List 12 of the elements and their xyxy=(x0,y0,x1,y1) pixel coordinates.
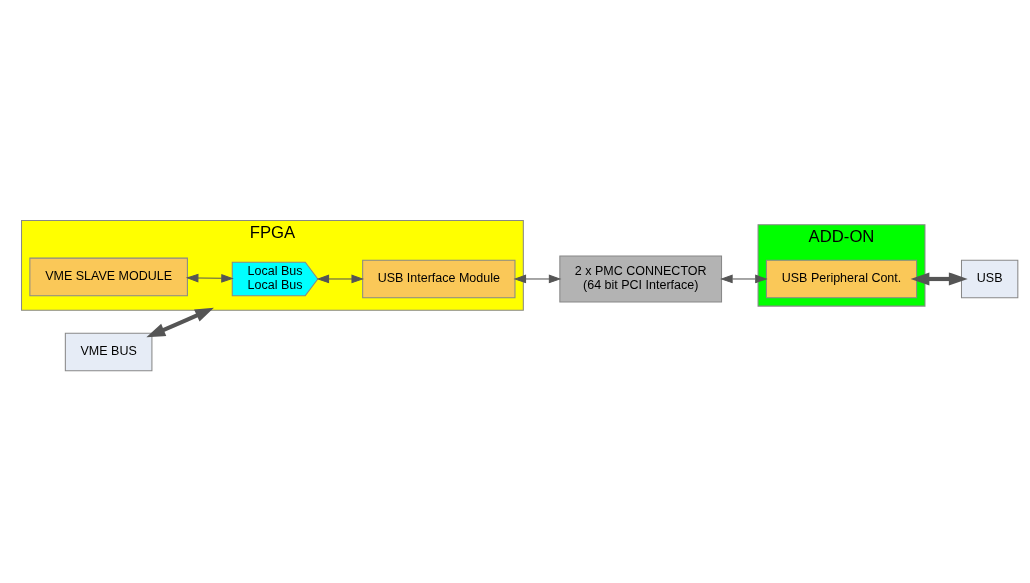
arrow xyxy=(145,307,214,338)
node-box: VME SLAVE MODULE xyxy=(28,257,188,297)
node-box: 2 x PMC CONNECTOR (64 bit PCI Interface) xyxy=(558,255,722,303)
node-box: USB xyxy=(960,259,1018,299)
arrow xyxy=(185,273,234,283)
node-box: USB Interface Module xyxy=(361,259,515,299)
arrow xyxy=(316,274,364,284)
node-box: VME BUS xyxy=(64,332,152,372)
arrow xyxy=(910,272,968,286)
arrow xyxy=(719,274,768,284)
arrow xyxy=(513,274,561,284)
node-box: USB Peripheral Cont. xyxy=(765,259,917,299)
